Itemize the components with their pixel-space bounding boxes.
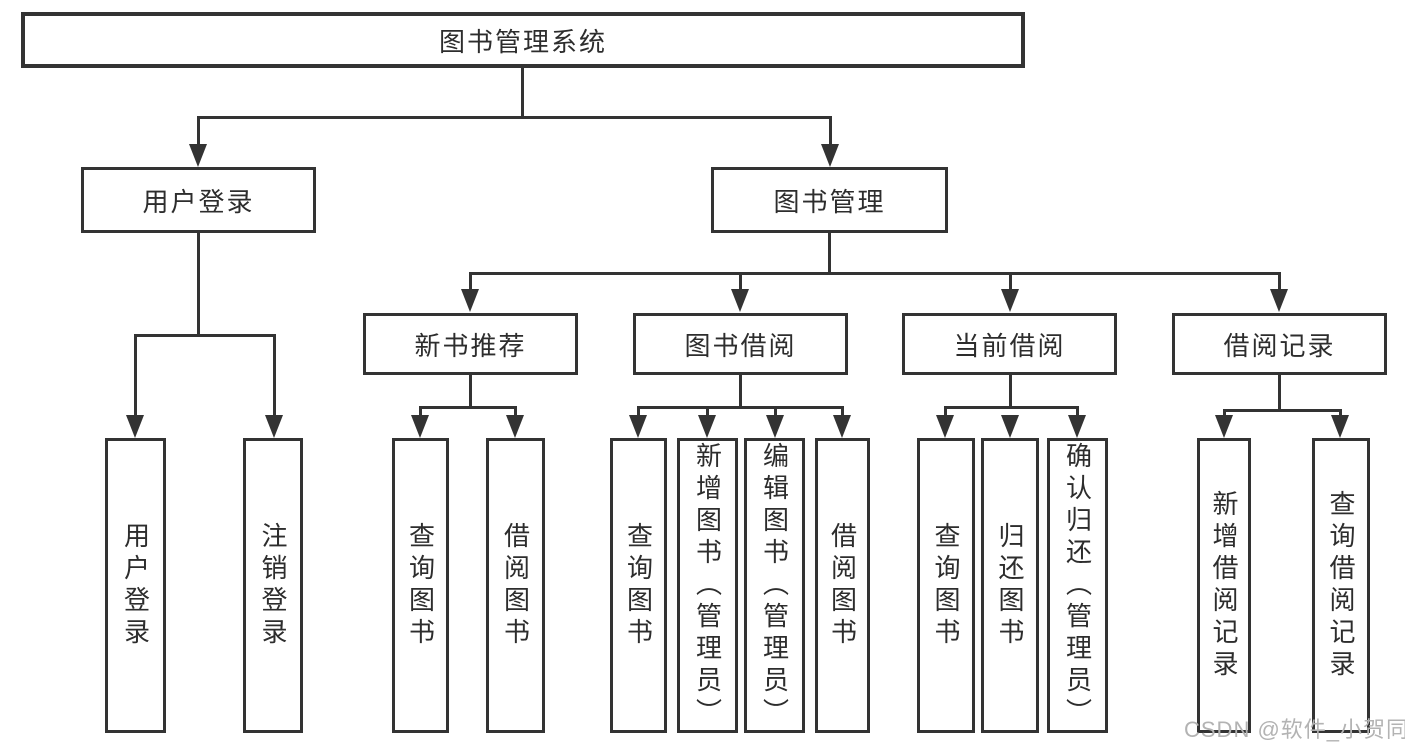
arrow-down-icon <box>1068 415 1086 438</box>
leaf-label: 借阅图书 <box>827 521 858 650</box>
arrow-down-icon <box>731 289 749 312</box>
connector-line <box>469 374 472 408</box>
node-label: 图书借阅 <box>684 330 797 361</box>
connector-line <box>739 272 742 290</box>
leaf-label: 新增图书（管理员） <box>692 441 723 730</box>
arrow-down-icon <box>698 415 716 438</box>
connector-line <box>1009 272 1012 290</box>
node-root: 图书管理系统 <box>21 12 1025 68</box>
node-user-login-branch: 用户登录 <box>81 167 316 233</box>
connector-line <box>706 406 709 417</box>
arrow-down-icon <box>126 415 144 438</box>
leaf-label: 编辑图书（管理员） <box>759 441 790 730</box>
arrow-down-icon <box>461 289 479 312</box>
node-label: 借阅记录 <box>1223 330 1336 361</box>
connector-line <box>419 406 517 409</box>
arrow-down-icon <box>411 415 429 438</box>
node-new-book-recommend: 新书推荐 <box>363 313 578 375</box>
leaf-query-book-current: 查询图书 <box>917 438 975 733</box>
leaf-label: 用户登录 <box>120 521 151 650</box>
connector-line <box>134 334 276 337</box>
connector-line <box>841 406 844 417</box>
connector-line <box>637 406 844 409</box>
leaf-query-borrow-record: 查询借阅记录 <box>1312 438 1370 733</box>
arrow-down-icon <box>629 415 647 438</box>
arrow-down-icon <box>1331 415 1349 438</box>
node-label: 用户登录 <box>142 186 255 217</box>
leaf-label: 借阅图书 <box>500 521 531 650</box>
arrow-down-icon <box>766 415 784 438</box>
connector-line <box>828 232 831 274</box>
leaf-label: 查询图书 <box>623 521 654 650</box>
leaf-query-book-recommend: 查询图书 <box>392 438 449 733</box>
node-label: 当前借阅 <box>953 330 1066 361</box>
node-book-management-branch: 图书管理 <box>711 167 948 233</box>
connector-line <box>197 116 200 146</box>
connector-line <box>134 334 137 416</box>
leaf-borrow-book-recommend: 借阅图书 <box>486 438 545 733</box>
leaf-label: 查询图书 <box>405 521 436 650</box>
arrow-down-icon <box>833 415 851 438</box>
arrow-down-icon <box>1001 289 1019 312</box>
connector-line <box>419 406 422 417</box>
connector-line <box>739 374 742 408</box>
arrow-down-icon <box>821 144 839 167</box>
arrow-down-icon <box>1215 415 1233 438</box>
leaf-borrow-book: 借阅图书 <box>815 438 870 733</box>
leaf-logout: 注销登录 <box>243 438 303 733</box>
arrow-down-icon <box>189 144 207 167</box>
connector-line <box>1223 409 1342 412</box>
leaf-label: 确认归还（管理员） <box>1062 441 1093 730</box>
leaf-label: 注销登录 <box>258 521 288 650</box>
arrow-down-icon <box>265 415 283 438</box>
arrow-down-icon <box>1270 289 1288 312</box>
csdn-watermark: CSDN @软件_小贺同学 <box>1184 717 1405 742</box>
node-label: 新书推荐 <box>414 330 527 361</box>
leaf-user-login: 用户登录 <box>105 438 166 733</box>
connector-line <box>521 66 524 118</box>
leaf-add-book-admin: 新增图书（管理员） <box>677 438 738 733</box>
connector-line <box>944 406 1079 409</box>
leaf-label: 新增借阅记录 <box>1209 489 1239 682</box>
connector-line <box>469 272 472 290</box>
leaf-label: 查询图书 <box>931 521 961 650</box>
connector-line <box>774 406 777 417</box>
connector-line <box>829 116 832 146</box>
connector-line <box>197 116 832 119</box>
leaf-label: 查询借阅记录 <box>1326 489 1356 682</box>
leaf-query-book-borrowing: 查询图书 <box>610 438 667 733</box>
leaf-confirm-return-admin: 确认归还（管理员） <box>1047 438 1108 733</box>
leaf-add-borrow-record: 新增借阅记录 <box>1197 438 1251 733</box>
connector-line <box>469 272 1281 275</box>
node-current-borrowing: 当前借阅 <box>902 313 1117 375</box>
connector-line <box>1278 374 1281 411</box>
leaf-return-book: 归还图书 <box>981 438 1039 733</box>
connector-line <box>514 406 517 417</box>
node-label: 图书管理 <box>773 186 886 217</box>
arrow-down-icon <box>506 415 524 438</box>
arrow-down-icon <box>1001 415 1019 438</box>
connector-line <box>637 406 640 417</box>
leaf-label: 归还图书 <box>995 521 1025 650</box>
connector-line <box>1076 406 1079 417</box>
connector-line <box>1009 374 1012 408</box>
connector-line <box>197 232 200 336</box>
leaf-edit-book-admin: 编辑图书（管理员） <box>744 438 805 733</box>
node-borrowing-records: 借阅记录 <box>1172 313 1387 375</box>
connector-line <box>1339 409 1342 417</box>
connector-line <box>944 406 947 417</box>
connector-line <box>273 334 276 416</box>
node-label: 图书管理系统 <box>438 26 607 57</box>
connector-line <box>1278 272 1281 290</box>
connector-line <box>1223 409 1226 417</box>
node-book-borrowing: 图书借阅 <box>633 313 848 375</box>
arrow-down-icon <box>936 415 954 438</box>
